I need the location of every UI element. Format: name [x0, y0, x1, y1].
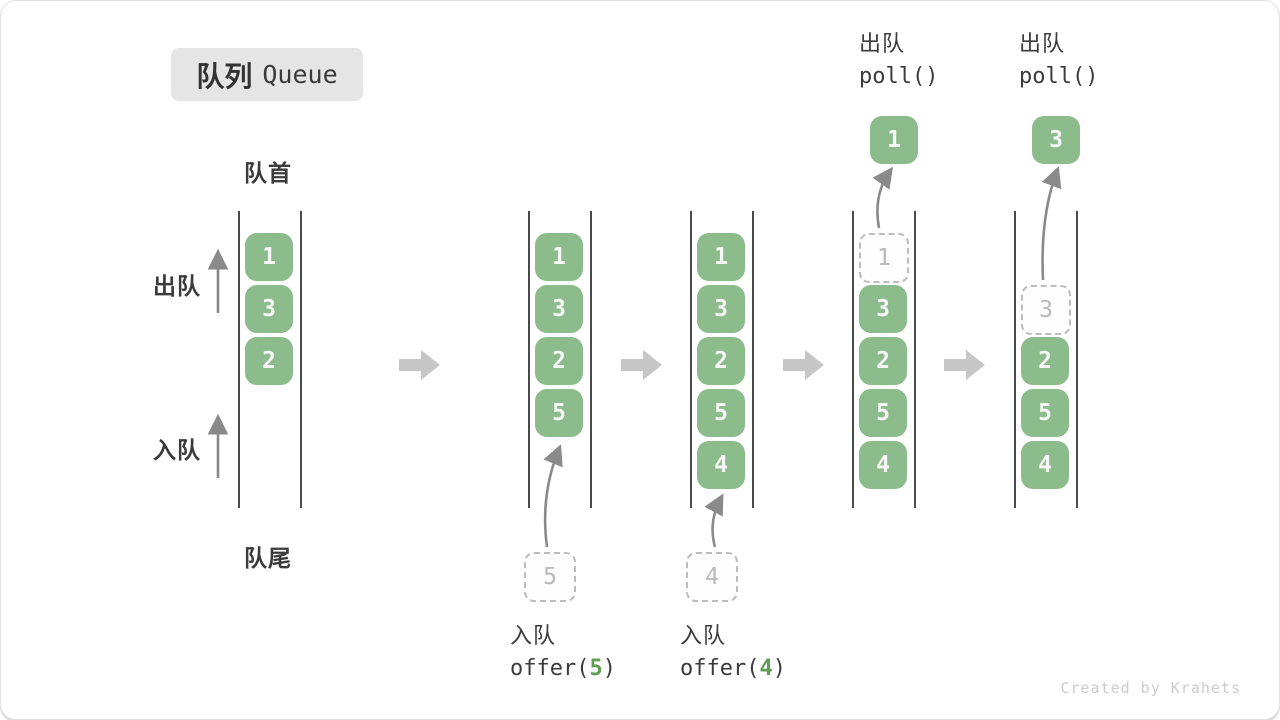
- op-offer-4-name: 入队: [680, 623, 727, 648]
- queue-wall-left: [852, 211, 854, 508]
- title-badge: 队列 Queue: [171, 48, 363, 101]
- queue-wall-left: [690, 211, 692, 508]
- queue-block: 5: [859, 389, 907, 437]
- queue-block: 2: [859, 337, 907, 385]
- op-poll-2-code: poll(): [1019, 64, 1099, 89]
- op-poll-1-code: poll(): [859, 64, 939, 89]
- queue-block: 1: [697, 233, 745, 281]
- queue-wall-right: [752, 211, 754, 508]
- op-offer-5-close: ): [602, 656, 616, 681]
- queue-block: 2: [245, 337, 293, 385]
- queue-block: 4: [1021, 441, 1069, 489]
- step-arrow-icon: [399, 350, 440, 380]
- step-arrow-icon: [944, 350, 985, 380]
- op-offer-5-arg: 5: [589, 656, 603, 681]
- label-dequeue-side: 出队: [153, 273, 201, 299]
- queue-wall-right: [914, 211, 916, 508]
- op-poll-1: 出队 poll(): [859, 27, 938, 93]
- op-offer-5: 入队 offer(5): [510, 619, 616, 685]
- title-en: Queue: [262, 60, 338, 89]
- removed-block: 1: [870, 116, 918, 164]
- queue-wall-right: [1076, 211, 1078, 508]
- queue-wall-right: [590, 211, 592, 508]
- removed-block: 3: [1032, 116, 1080, 164]
- op-offer-4-close: ): [772, 656, 786, 681]
- label-enqueue-side: 入队: [153, 437, 201, 463]
- queue-block: 5: [697, 389, 745, 437]
- ghost-block: 1: [859, 233, 909, 283]
- queue-block: 3: [535, 285, 583, 333]
- watermark: Created by Krahets: [1060, 679, 1241, 697]
- queue-block: 1: [535, 233, 583, 281]
- label-queue-front: 队首: [244, 160, 292, 186]
- queue-block: 2: [1021, 337, 1069, 385]
- ghost-block: 3: [1021, 285, 1071, 335]
- queue-wall-left: [1014, 211, 1016, 508]
- queue-block: 4: [697, 441, 745, 489]
- queue-block: 1: [245, 233, 293, 281]
- queue-block: 2: [697, 337, 745, 385]
- op-poll-1-name: 出队: [859, 31, 906, 56]
- op-poll-2-name: 出队: [1019, 31, 1066, 56]
- staged-block: 4: [686, 552, 738, 602]
- dequeue-3-arrow-icon: [1041, 166, 1062, 281]
- queue-wall-left: [528, 211, 530, 508]
- queue-wall-left: [238, 211, 240, 508]
- queue-wall-right: [300, 211, 302, 508]
- op-poll-2: 出队 poll(): [1019, 27, 1098, 93]
- op-offer-5-code: offer(5): [510, 652, 616, 685]
- enqueue-4-arrow-icon: [704, 493, 724, 548]
- step-arrow-icon: [621, 350, 662, 380]
- dequeue-1-arrow-icon: [872, 166, 894, 229]
- op-offer-4-arg: 4: [759, 656, 773, 681]
- queue-block: 3: [859, 285, 907, 333]
- label-queue-rear: 队尾: [244, 545, 292, 571]
- queue-block: 3: [245, 285, 293, 333]
- op-offer-5-name: 入队: [510, 623, 557, 648]
- op-offer-5-fn: offer(: [510, 656, 590, 681]
- op-offer-4: 入队 offer(4): [680, 619, 786, 685]
- queue-block: 2: [535, 337, 583, 385]
- staged-block: 5: [524, 552, 576, 602]
- step-arrow-icon: [783, 350, 824, 380]
- queue-block: 4: [859, 441, 907, 489]
- title-zh: 队列: [196, 60, 253, 92]
- queue-block: 3: [697, 285, 745, 333]
- op-offer-4-fn: offer(: [680, 656, 760, 681]
- op-offer-4-code: offer(4): [680, 652, 786, 685]
- enqueue-5-arrow-icon: [543, 444, 563, 548]
- queue-block: 5: [1021, 389, 1069, 437]
- queue-block: 5: [535, 389, 583, 437]
